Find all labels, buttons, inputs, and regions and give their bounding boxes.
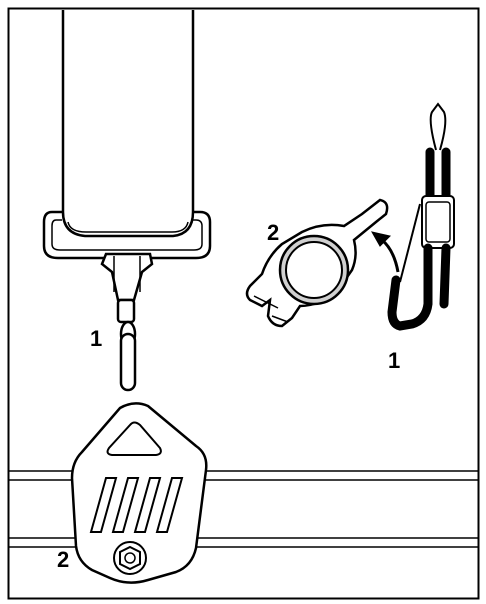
mount-plate bbox=[70, 402, 208, 584]
carabiner-hook bbox=[387, 102, 455, 331]
callout-strap-part: 1 bbox=[90, 326, 103, 351]
clip-ring-inner bbox=[285, 241, 343, 299]
strap bbox=[61, 10, 195, 238]
diagram-frame bbox=[7, 7, 480, 600]
vent-slot bbox=[89, 477, 118, 533]
callout-mount-part: 2 bbox=[57, 547, 70, 572]
strap-connector bbox=[100, 252, 154, 392]
rotation-arrow bbox=[371, 231, 400, 273]
callout-clip-part: 2 bbox=[267, 220, 280, 245]
vent-slot bbox=[111, 477, 140, 533]
strap-clip bbox=[245, 198, 389, 328]
triangle-slot bbox=[106, 421, 162, 456]
vent-slot bbox=[133, 477, 162, 533]
vent-slot bbox=[155, 477, 184, 533]
callout-hook-part: 1 bbox=[388, 348, 401, 373]
